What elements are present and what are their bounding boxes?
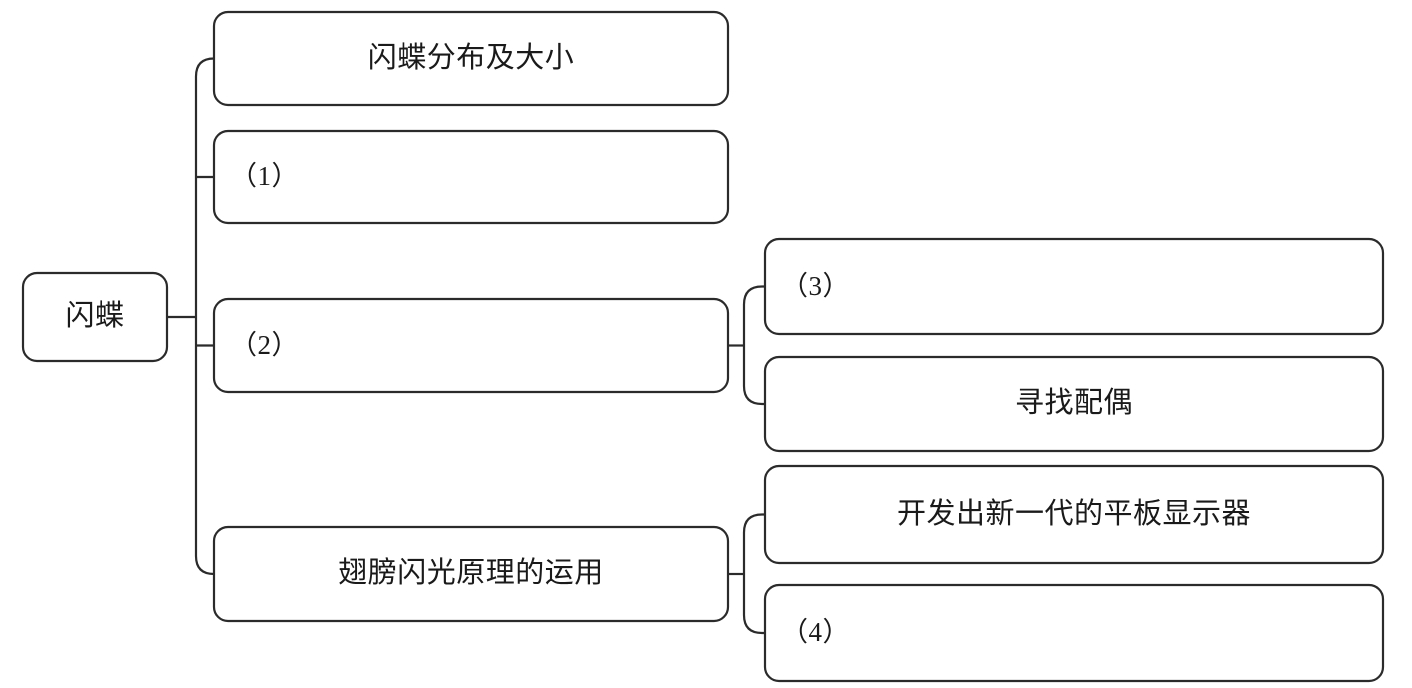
node-box-c3[interactable] (763, 464, 1385, 565)
node-box-b4[interactable] (212, 525, 730, 623)
node-box-c1[interactable] (763, 237, 1385, 336)
node-box-b3[interactable] (212, 297, 730, 394)
connector-layer (167, 57, 765, 635)
main-branch-bottom (194, 555, 215, 576)
node-box-b2[interactable] (212, 129, 730, 225)
lower-branch-bottom (742, 614, 765, 635)
node-box-root[interactable] (21, 271, 169, 363)
node-box-b1[interactable] (212, 10, 730, 107)
upper-branch-bottom (742, 385, 765, 406)
node-box-c2[interactable] (763, 355, 1385, 453)
upper-branch-top (742, 285, 765, 305)
main-branch-top (194, 57, 215, 77)
lower-branch-top (742, 513, 765, 533)
node-box-c4[interactable] (763, 583, 1385, 683)
